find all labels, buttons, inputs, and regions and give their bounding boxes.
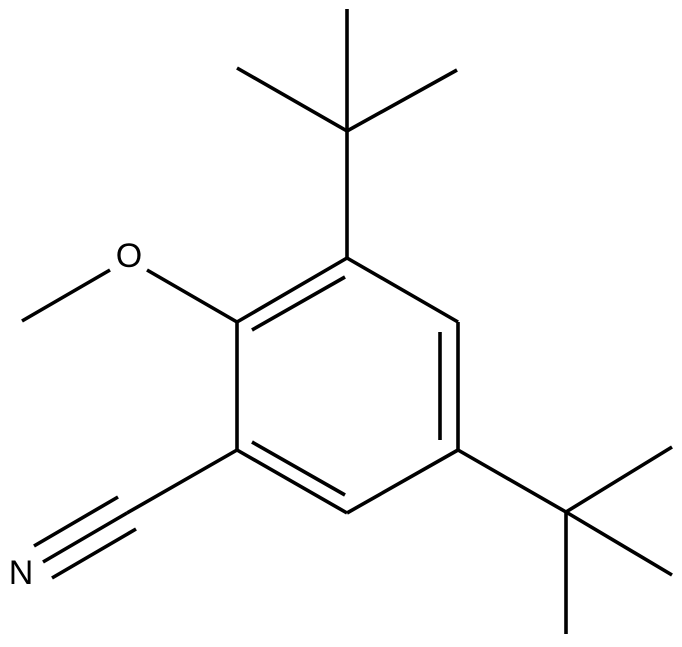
bond-oxygen-to-methyl (21, 268, 111, 323)
ring-bond-c4-c5 (236, 448, 348, 515)
methoxy-group: O (21, 237, 238, 324)
ring-bond-c6-c1 (236, 256, 348, 324)
bond-ring-to-quaternary-bottom (457, 448, 567, 514)
nitrogen-atom-label: N (9, 554, 34, 592)
ring-double-bond-inner-1 (251, 275, 346, 332)
bond-methyl-right (346, 68, 458, 133)
benzene-ring (235, 256, 460, 515)
ring-bond-c3-c4 (346, 448, 459, 515)
ring-bond-c1-c2 (346, 256, 459, 324)
bond-methyl-left (236, 66, 348, 133)
tert-butyl-bottom (457, 445, 673, 634)
tert-butyl-top (236, 9, 458, 258)
bond-triple-line-1 (42, 511, 128, 564)
bond-methyl-upper-right (565, 445, 673, 514)
ring-double-bond-inner-3 (251, 440, 346, 497)
oxygen-atom-label: O (116, 237, 142, 275)
bond-ring-to-oxygen (146, 268, 238, 324)
bond-methyl-lower-right (565, 510, 673, 577)
bond-triple-line-2 (33, 495, 119, 548)
bond-ring-to-nitrile-carbon (126, 448, 238, 515)
bond-triple-line-3 (51, 527, 137, 580)
nitrile-group: N (9, 448, 238, 592)
